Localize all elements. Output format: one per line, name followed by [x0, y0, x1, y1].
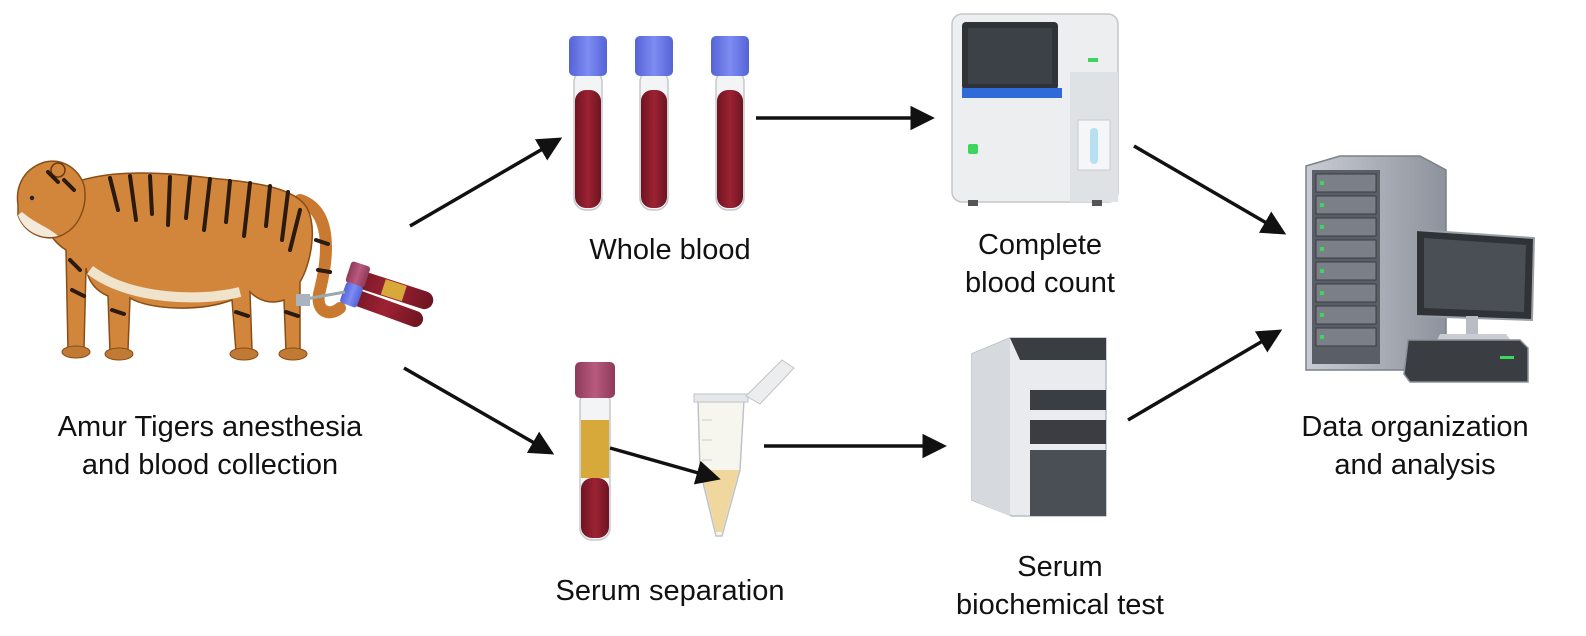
arrow-cbc-to-data: [1133, 144, 1287, 235]
arrow-biochem-to-data: [1127, 329, 1283, 422]
label-cbc-line2: blood count: [965, 267, 1115, 299]
label-serum-test-line1: Serum: [1017, 551, 1103, 583]
blood-tube: [635, 36, 673, 211]
tiger-head: [16, 160, 86, 239]
label-cbc-line1: Complete: [977, 229, 1103, 261]
arrow-tiger-to-whole-blood: [409, 137, 563, 228]
label-serum-separation-text: Serum separation: [555, 575, 785, 607]
blood-tube: [711, 36, 749, 211]
label-data-analysis: Data organization and analysis: [1265, 408, 1565, 484]
tiger-stripes: [46, 170, 332, 318]
serum-separation-illustration: [575, 359, 795, 541]
whole-blood-tubes: [569, 36, 749, 211]
label-data-line1: Data organization: [1301, 411, 1529, 443]
biochemical-analyzer: [971, 337, 1107, 517]
tiger-tail: [294, 194, 346, 319]
label-complete-blood-count: Complete blood count: [930, 226, 1150, 302]
flow-arrows: [403, 105, 1287, 485]
arrow-tiger-to-serum: [403, 366, 555, 455]
label-whole-blood: Whole blood: [560, 231, 780, 269]
blood-tube: [569, 36, 607, 211]
label-tiger-collection: Amur Tigers anesthesia and blood collect…: [30, 408, 390, 484]
label-serum-separation: Serum separation: [520, 572, 820, 610]
label-tiger-line2: and blood collection: [81, 449, 339, 481]
label-whole-blood-text: Whole blood: [589, 234, 751, 266]
tiger-illustration: [16, 160, 434, 361]
arrow-tube-to-microtube: [609, 446, 721, 485]
server-tower: [1305, 155, 1447, 371]
microcentrifuge-tube: [693, 359, 795, 537]
centrifuged-tube: [575, 362, 615, 541]
server-and-computer: [1305, 155, 1536, 383]
computer-monitor: [1415, 228, 1536, 342]
desktop-case: [1403, 339, 1529, 383]
label-tiger-line1: Amur Tigers anesthesia: [57, 411, 363, 443]
label-data-line2: and analysis: [1334, 449, 1496, 481]
label-serum-biochemical-test: Serum biochemical test: [930, 548, 1190, 624]
label-serum-test-line2: biochemical test: [956, 589, 1164, 621]
hematology-analyzer: [951, 13, 1119, 206]
collection-tubes: [296, 261, 434, 327]
